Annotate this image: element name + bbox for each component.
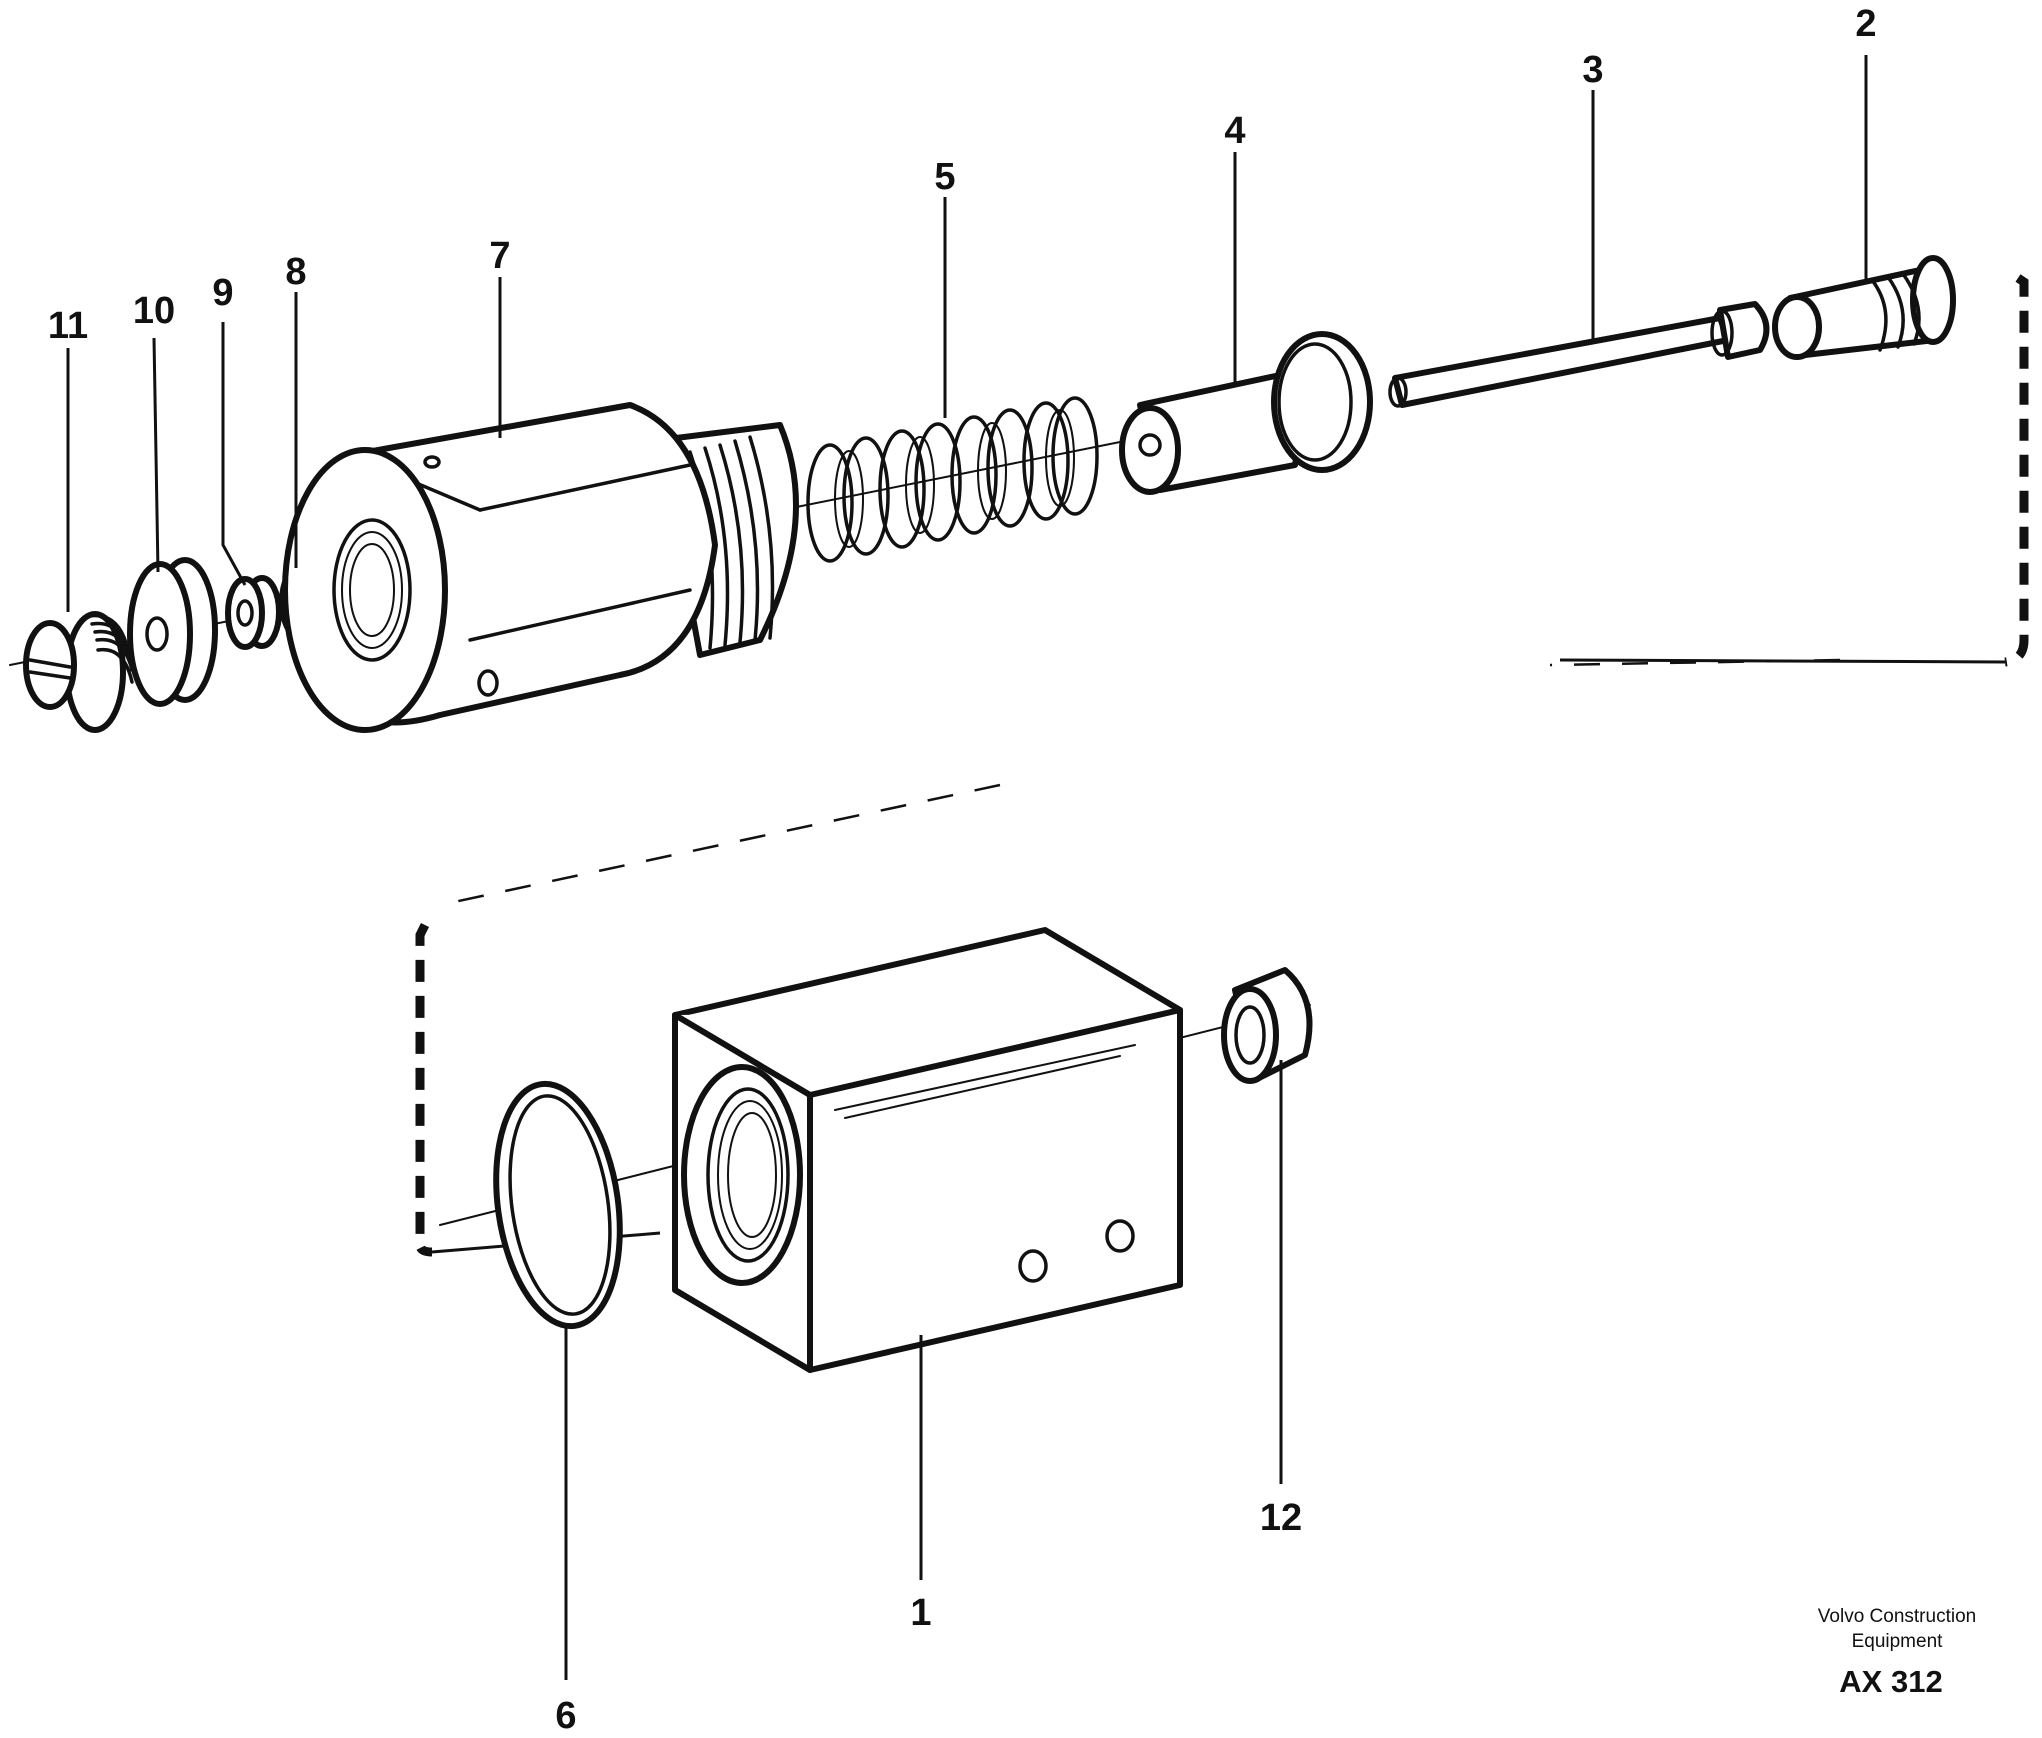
part-9-ring	[225, 575, 282, 650]
callout-6: 6	[555, 1695, 576, 1733]
part-7-housing	[282, 402, 799, 733]
callout-9: 9	[212, 272, 233, 314]
callout-labels: 2 3 4 5 7 8 9 10 11 12 1 6	[48, 3, 1877, 1737]
part-10-washer	[127, 557, 218, 707]
part-3-pin	[1388, 301, 1770, 408]
callout-12: 12	[1260, 1497, 1302, 1539]
callout-4: 4	[1224, 110, 1245, 152]
part-6-oring	[493, 1080, 623, 1330]
part-2-plug	[1772, 255, 1956, 360]
callout-11: 11	[48, 305, 88, 347]
brand-line-1: Volvo Construction	[1818, 1606, 1976, 1627]
part-1-block	[672, 927, 1183, 1373]
callout-3: 3	[1582, 49, 1603, 91]
callout-8: 8	[285, 251, 306, 293]
part-5-spring	[806, 396, 1099, 563]
part-4-piston	[1119, 331, 1373, 495]
callout-1: 1	[910, 1592, 931, 1634]
brand-block: Volvo Construction Equipment AX 312	[1818, 1606, 1976, 1699]
part-12-bushing	[1221, 967, 1313, 1084]
callout-2: 2	[1855, 3, 1876, 45]
brand-line-2: Equipment	[1852, 1631, 1944, 1652]
callout-10: 10	[133, 290, 175, 332]
part-11-plug	[23, 611, 134, 733]
callout-5: 5	[934, 156, 955, 198]
callout-7: 7	[489, 235, 510, 277]
drawing-reference: AX 312	[1839, 1664, 1942, 1699]
leader-lines	[66, 55, 1868, 1680]
